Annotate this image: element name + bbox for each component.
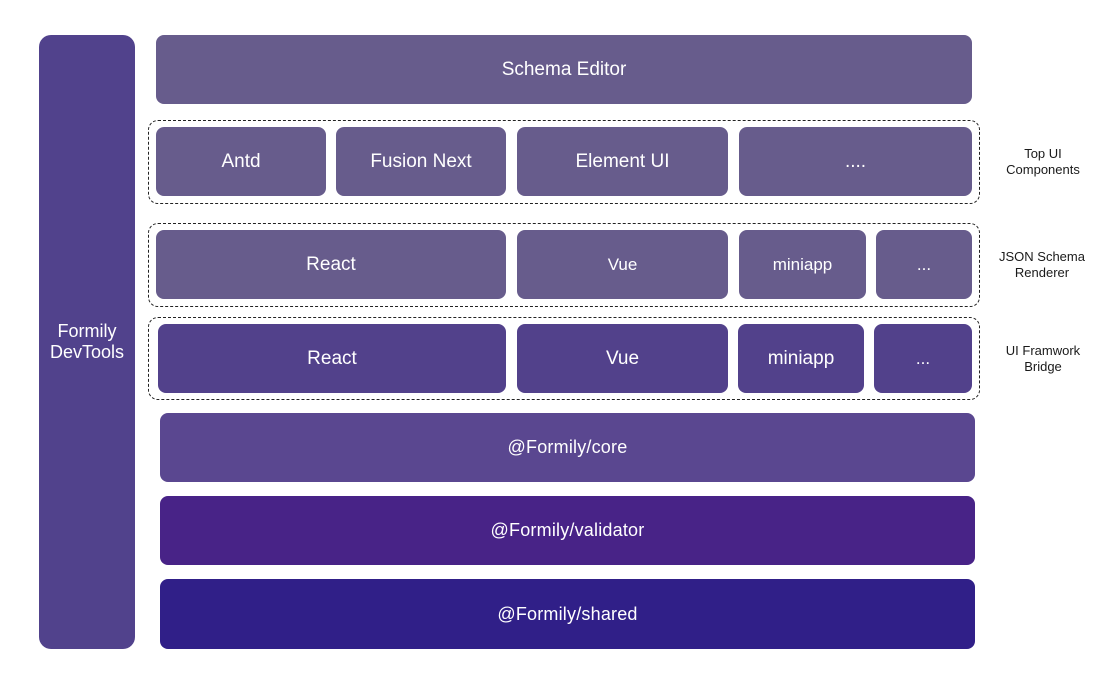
formily-validator-box: @Formily/validator [160,496,975,565]
formily-core-box: @Formily/core [160,413,975,482]
top-ui-item-label: Fusion Next [370,150,472,172]
devtools-bar: Formily DevTools [39,35,135,649]
bridge-item-vue: Vue [517,324,728,393]
schema-editor-label: Schema Editor [501,58,627,80]
bridge-item-miniapp: miniapp [738,324,864,393]
bridge-item-label: miniapp [767,347,835,369]
top-ui-item-antd: Antd [156,127,326,196]
ui-framework-bridge-label: UI Framwork Bridge [1005,343,1081,374]
top-ui-item-label: .... [844,150,867,172]
formily-shared-label: @Formily/shared [497,603,638,624]
top-ui-item-fusion-next: Fusion Next [336,127,506,196]
formily-core-label: @Formily/core [507,437,628,457]
formily-validator-label: @Formily/validator [490,520,645,540]
devtools-label-line2: DevTools [49,342,125,362]
bridge-item-label: ... [915,348,931,368]
bridge-item-label: Vue [605,347,640,369]
renderer-item-miniapp: miniapp [739,230,866,299]
bridge-item-label: React [307,347,357,369]
top-ui-item-element-ui: Element UI [517,127,728,196]
schema-editor-box: Schema Editor [156,35,972,104]
bridge-item-react: React [158,324,506,393]
top-ui-components-group [148,120,980,204]
renderer-item-more: ... [876,230,972,299]
renderer-item-label: miniapp [772,254,833,274]
renderer-item-label: React [306,253,356,275]
top-ui-item-label: Element UI [575,150,670,172]
bridge-item-more: ... [874,324,972,393]
top-ui-components-label: Top UI Components [1006,146,1080,177]
devtools-label-line1: Formily [57,321,117,341]
renderer-item-label: ... [916,254,932,274]
renderer-item-vue: Vue [517,230,728,299]
top-ui-item-label: Antd [221,150,261,172]
json-schema-renderer-group [148,223,980,307]
formily-shared-box: @Formily/shared [160,579,975,649]
renderer-item-label: Vue [607,254,638,274]
ui-framework-bridge-group [148,317,980,400]
json-schema-renderer-label: JSON Schema Renderer [999,249,1085,280]
renderer-item-react: React [156,230,506,299]
top-ui-item-more: .... [739,127,972,196]
